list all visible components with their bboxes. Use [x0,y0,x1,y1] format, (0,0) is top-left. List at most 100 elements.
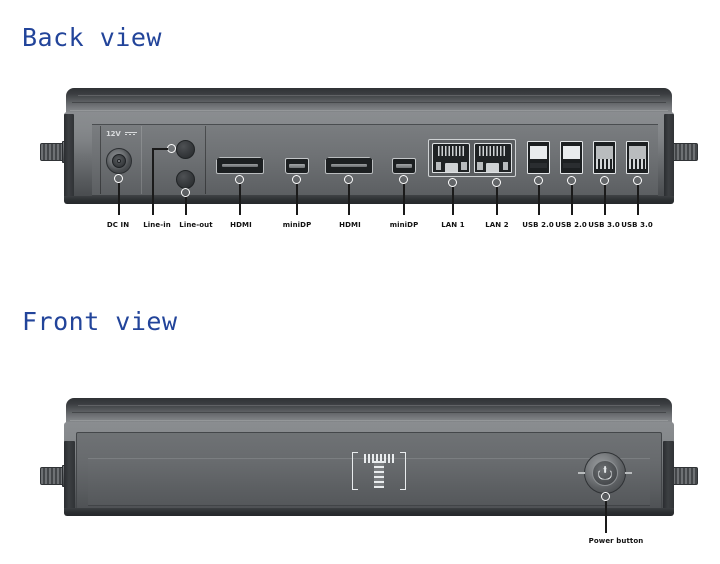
lan-port-2 [473,143,512,173]
minidp-2-tongue [395,163,413,169]
usb-1-slot [529,163,548,169]
leader-usb-3 [604,185,606,215]
usb-port-1 [527,141,550,174]
antenna-barrel-front-right [672,467,698,485]
leader-line-in-vertical [152,148,154,215]
lan-2-side-right [502,162,509,170]
leader-minidp-2 [403,184,405,215]
power-symbol-bar [604,466,606,474]
leader-hdmi-1 [239,184,241,215]
lan-1-pins [437,146,465,156]
antenna-connector-front-right [668,465,698,487]
page-title-front-view: Front view [22,306,178,336]
leader-usb-1 [538,185,540,215]
chassis-endcap-right-back [664,114,674,200]
silkscreen-voltage-marking: 12V [106,131,137,138]
port-label-usb-2: USB 2.0 [555,221,587,229]
emblem-glyph-top [363,454,395,463]
lan-port-1 [432,143,471,173]
dc-symbol-icon [124,132,137,136]
lan-2-side-left [476,162,483,170]
anchor-dc-in [114,174,123,183]
anchor-usb-3 [600,176,609,185]
port-label-minidp-2: miniDP [389,221,419,229]
bevel-highlight-2 [70,110,668,111]
usb-2-contact-block [562,146,581,159]
port-label-usb-3: USB 3.0 [588,221,620,229]
leader-usb-4 [637,185,639,215]
leader-hdmi-2 [348,184,350,215]
chassis-endcap-right-front [663,441,674,512]
emblem-bracket-left [352,452,358,490]
chassis-bottom-lip-front [64,508,674,516]
io-plate-divider-2 [141,126,142,194]
leader-lan-2 [496,187,498,215]
lan-1-side-right [461,162,468,170]
minidp-port-2 [392,158,416,174]
port-label-minidp-1: miniDP [282,221,312,229]
io-plate-divider-1 [100,126,101,194]
port-label-lan-2: LAN 2 [485,221,509,229]
power-button[interactable] [584,452,626,494]
voltage-value: 12V [106,130,121,138]
leader-line-out [185,197,187,215]
io-plate-divider-3 [205,126,206,194]
chassis-top-bevel-back [66,88,672,114]
lan-1-side-left [435,162,442,170]
lan-2-pins [479,146,507,156]
port-label-hdmi-2: HDMI [339,221,361,229]
usb-3-contact-block [595,146,614,159]
front-panel-emblem-icon [352,452,406,490]
power-button-notch-left [578,472,585,474]
hdmi-port-1 [216,157,264,174]
anchor-minidp-2 [399,175,408,184]
minidp-port-1 [285,158,309,174]
anchor-minidp-1 [292,175,301,184]
port-label-line-out: Line-out [179,221,213,229]
back-view-illustration: 12V [0,0,720,250]
bevel-highlight-front-2 [70,420,668,421]
leader-dc-in [118,183,120,215]
hdmi-1-tongue [222,163,258,168]
anchor-hdmi-1 [235,175,244,184]
minidp-1-tongue [288,163,306,169]
leader-line-in-horizontal [152,148,168,150]
usb-port-2 [560,141,583,174]
dc-in-port [106,148,132,174]
usb-3-superspeed-contacts [596,159,613,169]
bevel-highlight-front-1 [78,405,660,406]
lan-port-housing [428,139,516,177]
power-button-inner-ring [591,459,619,487]
chassis-top-bevel-front [66,398,672,424]
port-label-power-button: Power button [588,537,644,545]
chassis-endcap-left-back [64,114,74,200]
line-in-port [176,140,195,159]
hdmi-port-2 [325,157,373,174]
anchor-usb-4 [633,176,642,185]
lan-2-latch [486,163,500,172]
port-label-usb-1: USB 2.0 [522,221,554,229]
port-label-hdmi-1: HDMI [230,221,252,229]
port-label-usb-4: USB 3.0 [621,221,653,229]
port-label-line-in: Line-in [143,221,171,229]
dc-in-center-pin [116,158,122,164]
anchor-lan-2 [492,178,501,187]
power-symbol-icon [598,466,612,480]
port-label-dc-in: DC IN [106,221,130,229]
leader-minidp-1 [296,184,298,215]
chassis-bottom-lip-back [64,196,674,204]
anchor-lan-1 [448,178,457,187]
page-title-back-view: Back view [22,22,162,52]
bevel-shadow-front-1 [72,412,666,413]
bevel-highlight-1 [78,95,660,96]
port-label-lan-1: LAN 1 [441,221,465,229]
usb-4-superspeed-contacts [629,159,646,169]
anchor-usb-1 [534,176,543,185]
leader-usb-2 [571,185,573,215]
leader-lan-1 [452,187,454,215]
dc-in-inner-ring [111,153,127,169]
chassis-endcap-left-front [64,441,75,512]
usb-port-4 [626,141,649,174]
